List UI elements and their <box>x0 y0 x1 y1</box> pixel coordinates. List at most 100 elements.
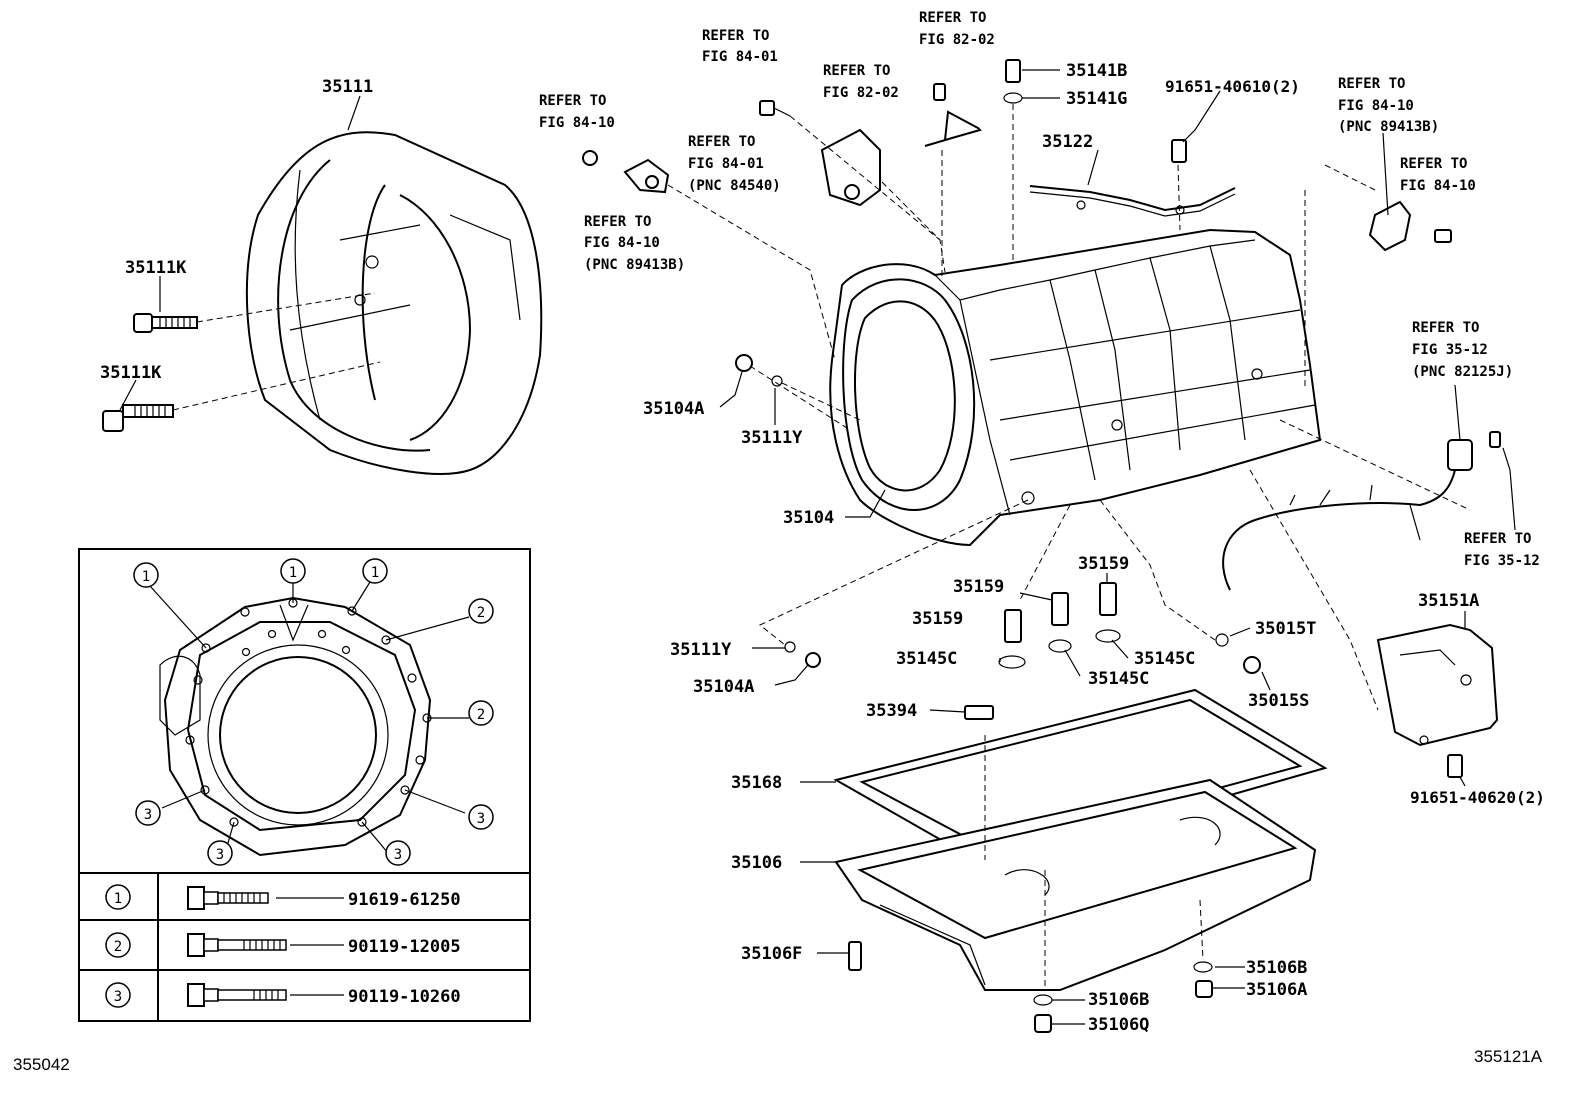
svg-text:3: 3 <box>144 807 152 823</box>
label-35111k-lower: 35111K <box>100 363 162 383</box>
marker-3-c: 3 <box>207 840 233 866</box>
svg-text:3: 3 <box>477 811 485 827</box>
ring-35015t <box>1215 633 1229 647</box>
marker-1-a: 1 <box>133 562 159 588</box>
label-35122: 35122 <box>1042 132 1093 152</box>
label-35106f: 35106F <box>741 944 802 964</box>
bolt-holes <box>185 598 432 827</box>
transmission-case-illustration <box>829 228 1322 547</box>
sleeves-35159 <box>1004 582 1117 643</box>
label-35145c-left: 35145C <box>896 649 957 669</box>
bell-housing-front-view <box>149 581 470 857</box>
bolt-legend-row-1: 1 91619-61250 <box>105 884 461 910</box>
label-35106b-right: 35106B <box>1246 958 1307 978</box>
label-35104a-upper: 35104A <box>643 399 704 419</box>
marker-2-b: 2 <box>468 700 494 726</box>
marker-1-b: 1 <box>280 558 306 584</box>
svg-text:1: 1 <box>114 891 122 907</box>
svg-text:1: 1 <box>371 565 379 581</box>
part-labels: 35111 35111K 35111K 35104A 35111Y 35104 … <box>100 61 1545 1035</box>
label-35106: 35106 <box>731 853 782 873</box>
pipe-35122-illustration <box>1029 185 1236 217</box>
bolt-35141b <box>1005 59 1021 83</box>
assembly-dashed-lines <box>667 104 1471 990</box>
figure-id-left: 355042 <box>13 1055 70 1074</box>
label-91651-40620: 91651-40620(2) <box>1410 788 1545 807</box>
sensor-89413b-right-illustration <box>1368 200 1452 252</box>
oil-pan-illustration <box>834 778 1317 991</box>
bolt-part-90119-10260: 90119-10260 <box>348 987 461 1007</box>
leader-lines <box>119 69 1516 1025</box>
sensor-84540-illustration <box>759 100 881 207</box>
label-35145c-bottom: 35145C <box>1088 669 1149 689</box>
label-35394: 35394 <box>866 701 917 721</box>
label-35159-middle: 35159 <box>953 577 1004 597</box>
bolt-legend-row-3: 3 90119-10260 <box>105 982 461 1008</box>
bolt-35111k-upper <box>133 313 198 333</box>
label-35151a: 35151A <box>1418 591 1479 611</box>
label-35168: 35168 <box>731 773 782 793</box>
bolt-part-91619-61250: 91619-61250 <box>348 890 461 910</box>
plug-35106a <box>1195 980 1213 998</box>
plug-35106q <box>1034 1014 1052 1033</box>
label-35104a-lower: 35104A <box>693 677 754 697</box>
bolt-pattern-inset: 1 1 1 2 2 3 3 3 3 1 91619-61250 2 <box>78 548 531 1022</box>
inset-marker-circles: 1 1 1 2 2 3 3 3 3 <box>133 558 494 866</box>
bolt-91651-40610 <box>1171 139 1187 163</box>
label-35106b-left: 35106B <box>1088 990 1149 1010</box>
marker-2-a: 2 <box>468 598 494 624</box>
bolt-icon <box>187 983 287 1007</box>
bolt-91651-40620 <box>1447 754 1463 778</box>
cover-35151a-illustration <box>1376 623 1499 747</box>
plug-35104a-lower <box>805 652 821 668</box>
label-35104: 35104 <box>783 508 834 528</box>
bolt-icon <box>187 886 269 910</box>
ring-35111y-upper <box>771 375 783 387</box>
marker-3-b: 3 <box>468 804 494 830</box>
bell-housing-illustration <box>245 131 543 475</box>
svg-text:2: 2 <box>114 939 122 955</box>
label-35159-left: 35159 <box>912 609 963 629</box>
bolt-35106f <box>848 941 862 971</box>
marker-1-c: 1 <box>362 558 388 584</box>
sensor-89413b-left-illustration <box>582 150 670 194</box>
oil-pan-gasket-illustration <box>833 688 1328 867</box>
label-35141b: 35141B <box>1066 61 1127 81</box>
label-35111k-upper: 35111K <box>125 258 187 278</box>
washer-35106b-left <box>1033 994 1053 1006</box>
label-35141g: 35141G <box>1066 89 1127 109</box>
plug-35104a-upper <box>735 354 753 372</box>
svg-text:3: 3 <box>114 989 122 1005</box>
ring-35111y-lower <box>784 641 796 653</box>
washers-35145c <box>998 629 1121 669</box>
label-35106q: 35106Q <box>1088 1015 1149 1035</box>
bolt-icon <box>187 933 287 957</box>
marker-3-d: 3 <box>385 840 411 866</box>
label-35111y-lower: 35111Y <box>670 640 732 660</box>
label-35111y-upper: 35111Y <box>741 428 803 448</box>
washer-35141g <box>1003 92 1023 104</box>
bolt-legend-row-2: 2 90119-12005 <box>105 932 461 958</box>
label-35145c-right: 35145C <box>1134 649 1195 669</box>
svg-text:3: 3 <box>394 847 402 863</box>
label-35159-right: 35159 <box>1078 554 1129 574</box>
label-35015s: 35015S <box>1248 691 1309 711</box>
svg-text:3: 3 <box>216 847 224 863</box>
label-35111: 35111 <box>322 77 373 97</box>
svg-text:1: 1 <box>142 569 150 585</box>
svg-text:2: 2 <box>477 707 485 723</box>
svg-text:2: 2 <box>477 605 485 621</box>
label-35106a: 35106A <box>1246 980 1307 1000</box>
inset-leader-lines <box>149 581 470 854</box>
